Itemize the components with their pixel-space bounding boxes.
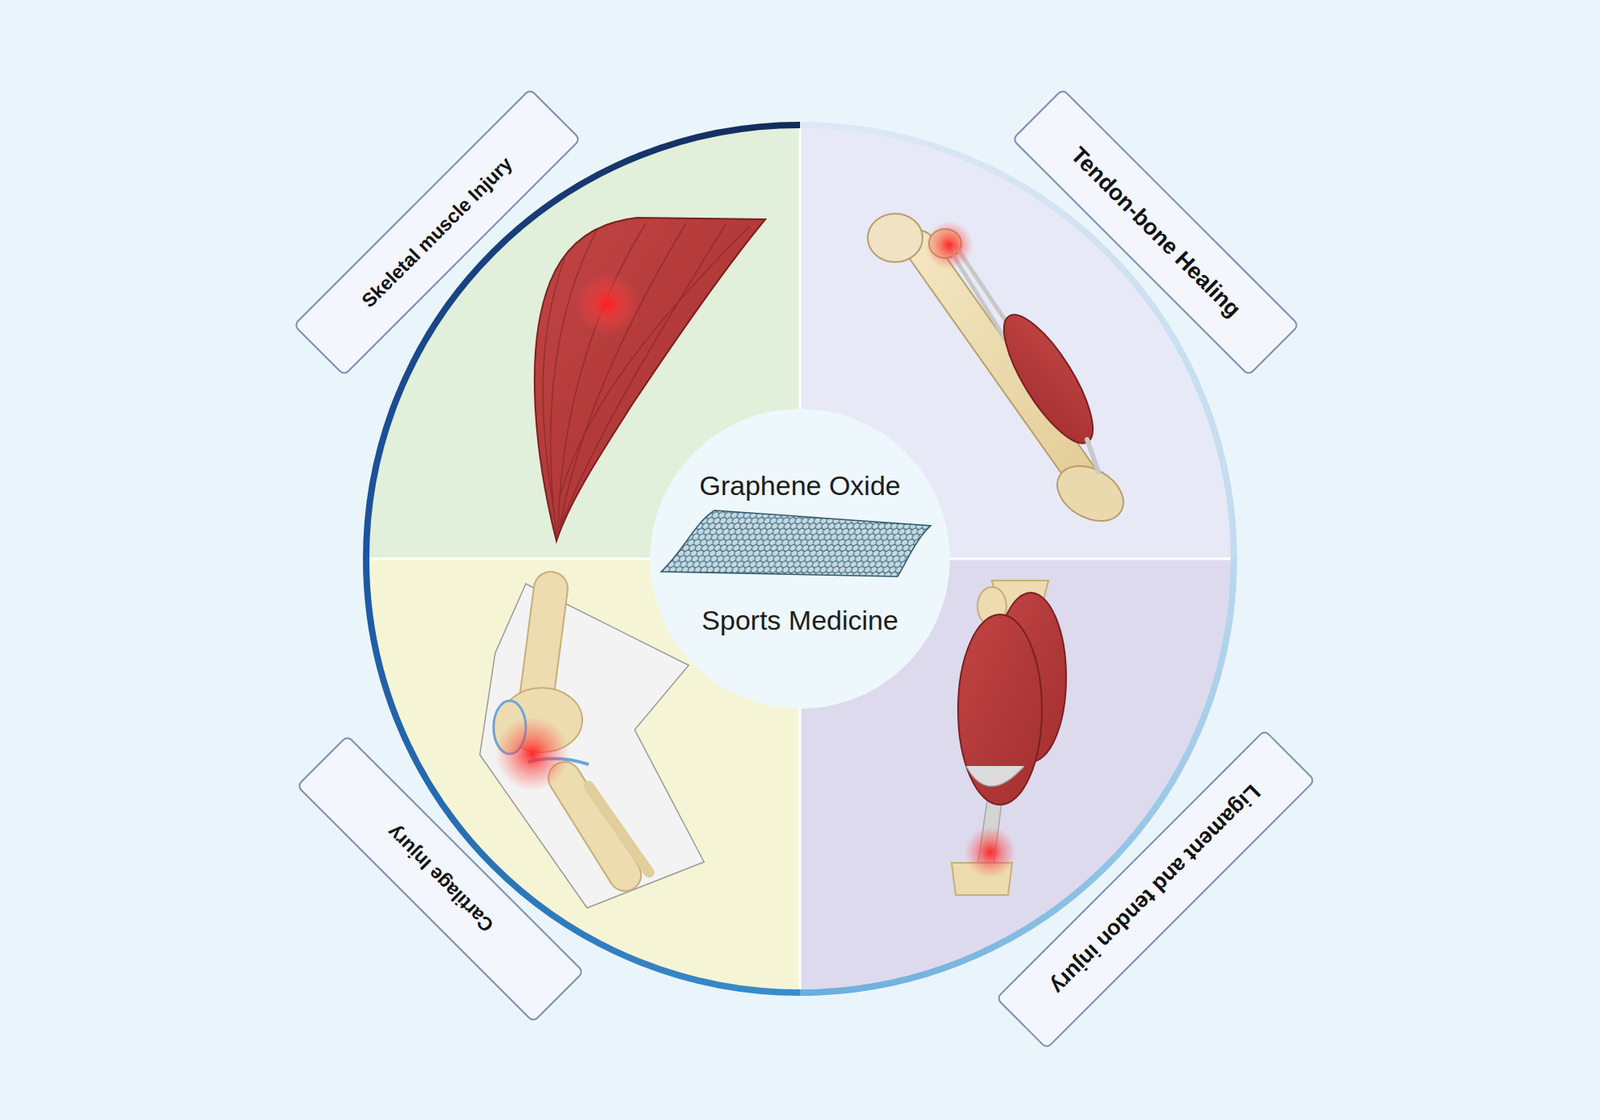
tendon (1087, 439, 1099, 472)
femur-condyle (1047, 454, 1134, 533)
center-disc (650, 408, 950, 709)
fibula (588, 786, 650, 873)
injury-glow (575, 271, 640, 337)
label-box: Cartilage Injury (295, 734, 585, 1024)
femur (537, 588, 551, 694)
label-text: Tendon-bone Healing (1065, 141, 1246, 323)
muscle (988, 303, 1109, 455)
center-title: Sports Medicine (701, 604, 899, 637)
label-box: Tendon-bone Healing (1011, 87, 1300, 377)
bone-outline (537, 588, 551, 694)
graphene-sheet (653, 500, 944, 589)
label-box: Skeletal muscle Injury (292, 87, 582, 377)
injury-glow (495, 716, 570, 792)
aponeurosis (966, 766, 1025, 787)
calf-illustration (951, 580, 1067, 896)
sheet-edge (661, 510, 931, 577)
muscle (958, 614, 1042, 805)
center-circle-node: Graphene OxideSports Medicine (650, 408, 950, 709)
femur-head (867, 213, 923, 263)
label-text: Cartilage Injury (382, 820, 498, 937)
injury-glow (925, 220, 974, 270)
injury-glow (964, 826, 1017, 879)
label-text: Ligament and tendon injury (1045, 779, 1266, 1000)
ring (366, 125, 1234, 993)
quadrants (366, 125, 1234, 993)
center-title: Graphene Oxide (699, 470, 901, 502)
label-text: Skeletal muscle Injury (357, 152, 517, 313)
center-circle (650, 408, 950, 709)
label-box: Ligament and tendon injury (995, 729, 1316, 1050)
